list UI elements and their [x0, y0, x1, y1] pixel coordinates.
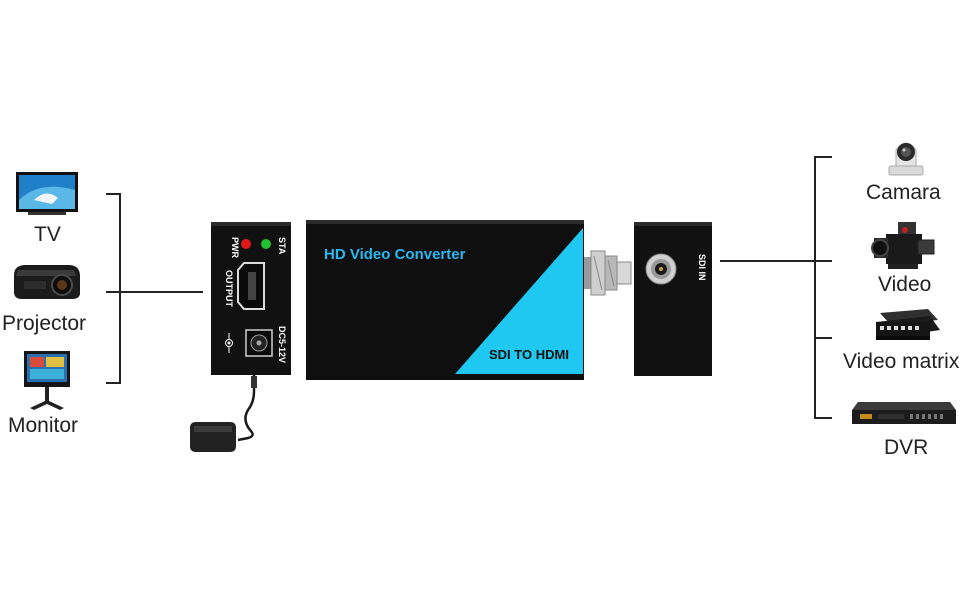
camera-label: Camara	[866, 181, 941, 204]
power-label: DC5-12V	[277, 326, 287, 363]
sta-label: STA	[277, 237, 287, 255]
input-panel	[634, 222, 712, 376]
video-matrix-label: Video matrix	[843, 350, 960, 373]
tv-label: TV	[34, 223, 61, 246]
polarity-icon	[225, 333, 233, 353]
bnc-connector	[584, 250, 632, 296]
converter-subtitle: SDI TO HDMI	[489, 347, 569, 362]
output-label: OUTPUT	[224, 270, 234, 308]
tv-icon	[16, 172, 78, 215]
dc-jack	[245, 329, 273, 357]
video-matrix-icon	[876, 309, 940, 340]
video-camera-icon	[871, 222, 935, 269]
right-bracket	[720, 156, 832, 419]
output-panel	[211, 222, 291, 375]
sdi-port	[645, 253, 677, 285]
video-label: Video	[878, 273, 932, 296]
dvr-icon	[852, 402, 956, 424]
hdmi-port	[237, 262, 265, 310]
dvr-label: DVR	[884, 436, 929, 459]
left-bracket	[106, 193, 203, 384]
projector-icon	[14, 265, 80, 299]
camera-icon	[888, 142, 924, 176]
sta-led	[261, 239, 271, 249]
projector-label: Projector	[2, 312, 87, 335]
power-adapter	[190, 375, 257, 452]
pwr-led	[241, 239, 251, 249]
pwr-label: PWR	[230, 237, 240, 258]
converter-body	[306, 220, 584, 380]
monitor-label: Monitor	[8, 414, 79, 437]
monitor-icon	[24, 351, 70, 410]
converter-accent	[455, 228, 583, 374]
converter-title: HD Video Converter	[324, 246, 466, 263]
sdi-in-label: SDI IN	[697, 254, 707, 281]
